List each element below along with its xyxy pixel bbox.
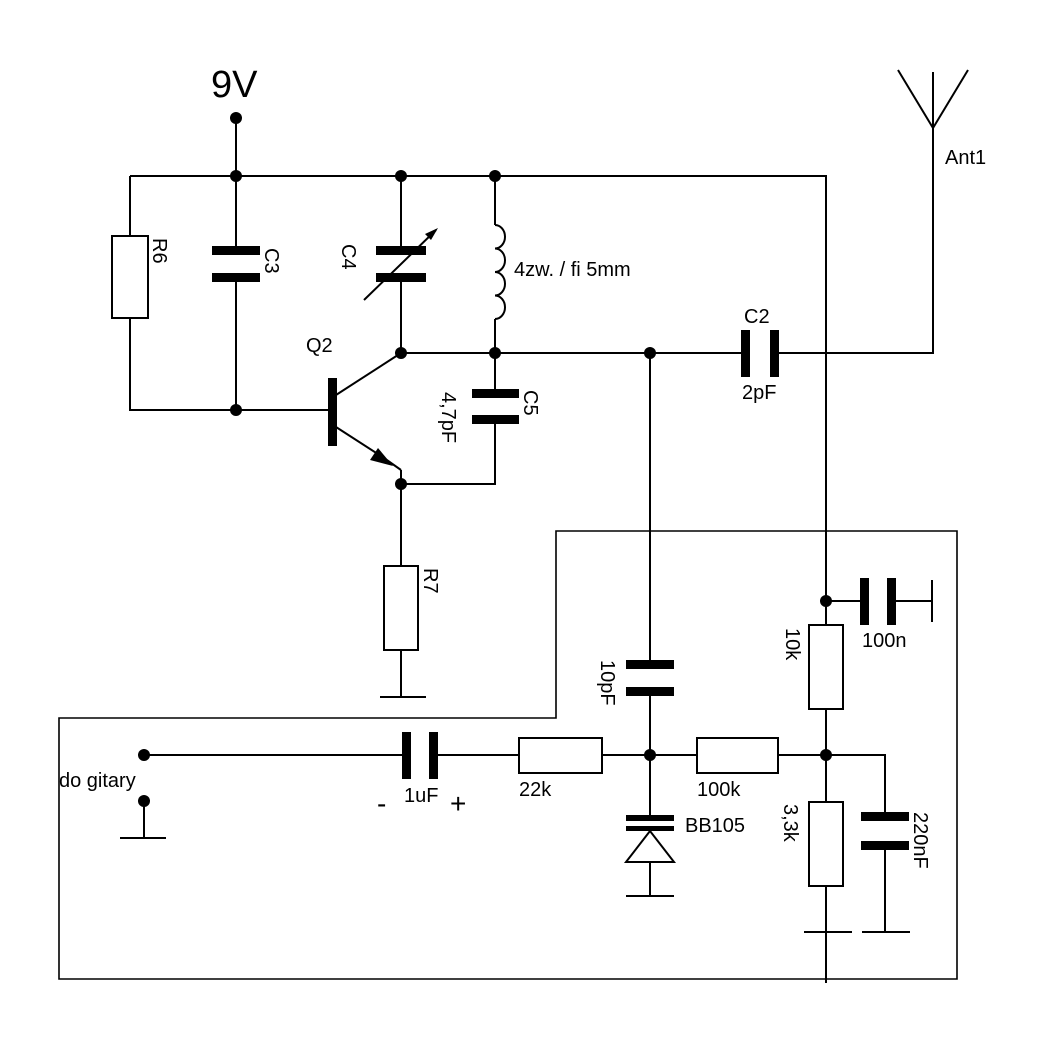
capacitor-10pf-label: 10pF [596, 660, 618, 706]
capacitor-220nf-label: 220nF [909, 812, 931, 869]
diode-label: BB105 [685, 815, 745, 837]
capacitor-c4-label: C4 [337, 244, 359, 270]
antenna-symbol [897, 69, 969, 129]
resistor-22k-label: 22k [519, 779, 552, 801]
resistor-100k [696, 737, 779, 774]
resistor-r7 [383, 565, 419, 651]
resistor-3-3k [808, 801, 844, 887]
coil-label: 4zw. / fi 5mm [514, 259, 631, 281]
capacitor-c3-label: C3 [260, 248, 282, 274]
capacitor-1uf [402, 732, 438, 779]
capacitor-100n-label: 100n [862, 630, 907, 652]
transistor-q2 [328, 352, 402, 471]
capacitor-c4-variable [363, 228, 438, 301]
capacitor-100n [860, 578, 896, 625]
resistor-100k-label: 100k [697, 779, 741, 801]
coil-inductor [494, 224, 506, 320]
supply-voltage-label: 9V [211, 64, 258, 106]
resistor-3-3k-label: 3,3k [779, 804, 801, 843]
capacitor-c5 [472, 389, 519, 424]
capacitor-220nf [861, 812, 909, 850]
capacitor-10pf [626, 660, 674, 696]
capacitor-c5-value-label: 4,7pF [437, 392, 459, 443]
capacitor-c5-name-label: C5 [519, 390, 541, 416]
wires [58, 118, 958, 983]
antenna-label: Ant1 [945, 147, 986, 169]
varicap-diode-bb105 [623, 815, 677, 863]
polarity-plus-label: + [450, 788, 466, 819]
resistor-r7-label: R7 [419, 568, 441, 594]
resistor-r6 [111, 235, 149, 319]
capacitor-c2-value-label: 2pF [742, 382, 776, 404]
transistor-label: Q2 [306, 335, 333, 357]
capacitor-c3 [212, 246, 260, 282]
resistor-22k [518, 737, 603, 774]
capacitor-1uf-label: 1uF [404, 785, 438, 807]
input-label: do gitary [59, 770, 136, 792]
resistor-10k-label: 10k [781, 628, 803, 661]
capacitor-c2-name-label: C2 [744, 306, 770, 328]
capacitor-c2 [741, 330, 779, 377]
resistor-10k [808, 624, 844, 710]
junction-dots [138, 112, 832, 807]
resistor-r6-label: R6 [148, 238, 170, 264]
polarity-minus-label: - [377, 788, 386, 819]
